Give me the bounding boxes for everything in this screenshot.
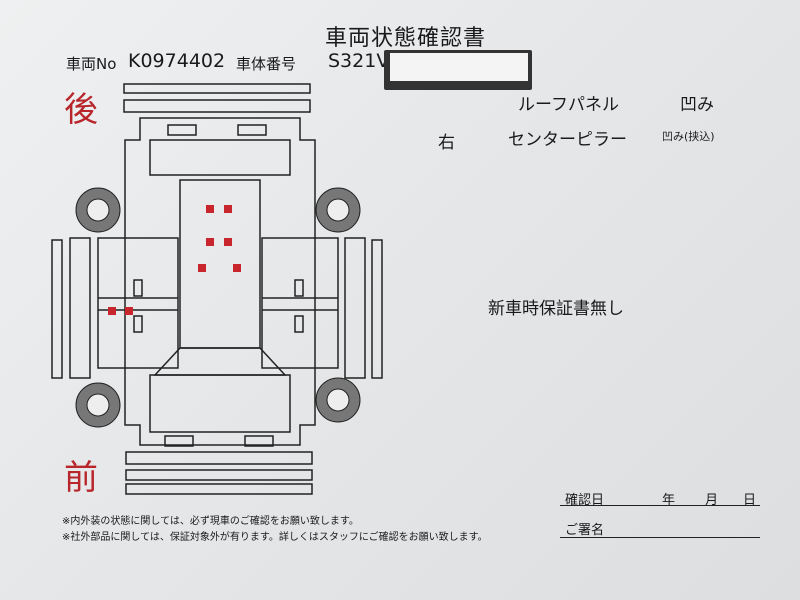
- month-label: 月: [705, 493, 719, 508]
- warranty-note: 新車時保証書無し: [488, 299, 624, 319]
- front-label: 前: [64, 458, 98, 498]
- damage-part: センターピラー: [508, 130, 627, 150]
- chassis-label: 車体番号: [236, 55, 297, 73]
- vehicle-no-label: 車両No: [66, 55, 117, 73]
- document-title: 車両状態確認書: [325, 26, 487, 51]
- signature-label: ご署名: [565, 523, 605, 538]
- damage-condition: 凹み(挟込): [662, 130, 715, 143]
- footnote: ※内外装の状態に関しては、必ず現車のご確認をお願い致します。: [62, 516, 359, 527]
- wheel-icons: [75, 187, 361, 428]
- chassis-prefix: S321V: [328, 50, 390, 72]
- damage-condition: 凹み: [680, 95, 714, 115]
- vehicle-no-value: K0974402: [128, 50, 226, 72]
- day-label: 日: [743, 493, 757, 508]
- date-line: [560, 505, 760, 506]
- confirm-date-label: 確認日: [565, 493, 605, 508]
- damage-part: ルーフパネル: [518, 95, 619, 115]
- signature-line: [560, 537, 760, 538]
- footnote: ※社外部品に関しては、保証対象外が有ります。詳しくはスタッフにご確認をお願い致し…: [62, 532, 488, 543]
- redacted-chassis-number: [384, 50, 532, 90]
- damage-side: 右: [438, 133, 455, 153]
- damage-markers: [108, 205, 241, 315]
- rear-label: 後: [64, 90, 98, 130]
- year-label: 年: [662, 493, 676, 508]
